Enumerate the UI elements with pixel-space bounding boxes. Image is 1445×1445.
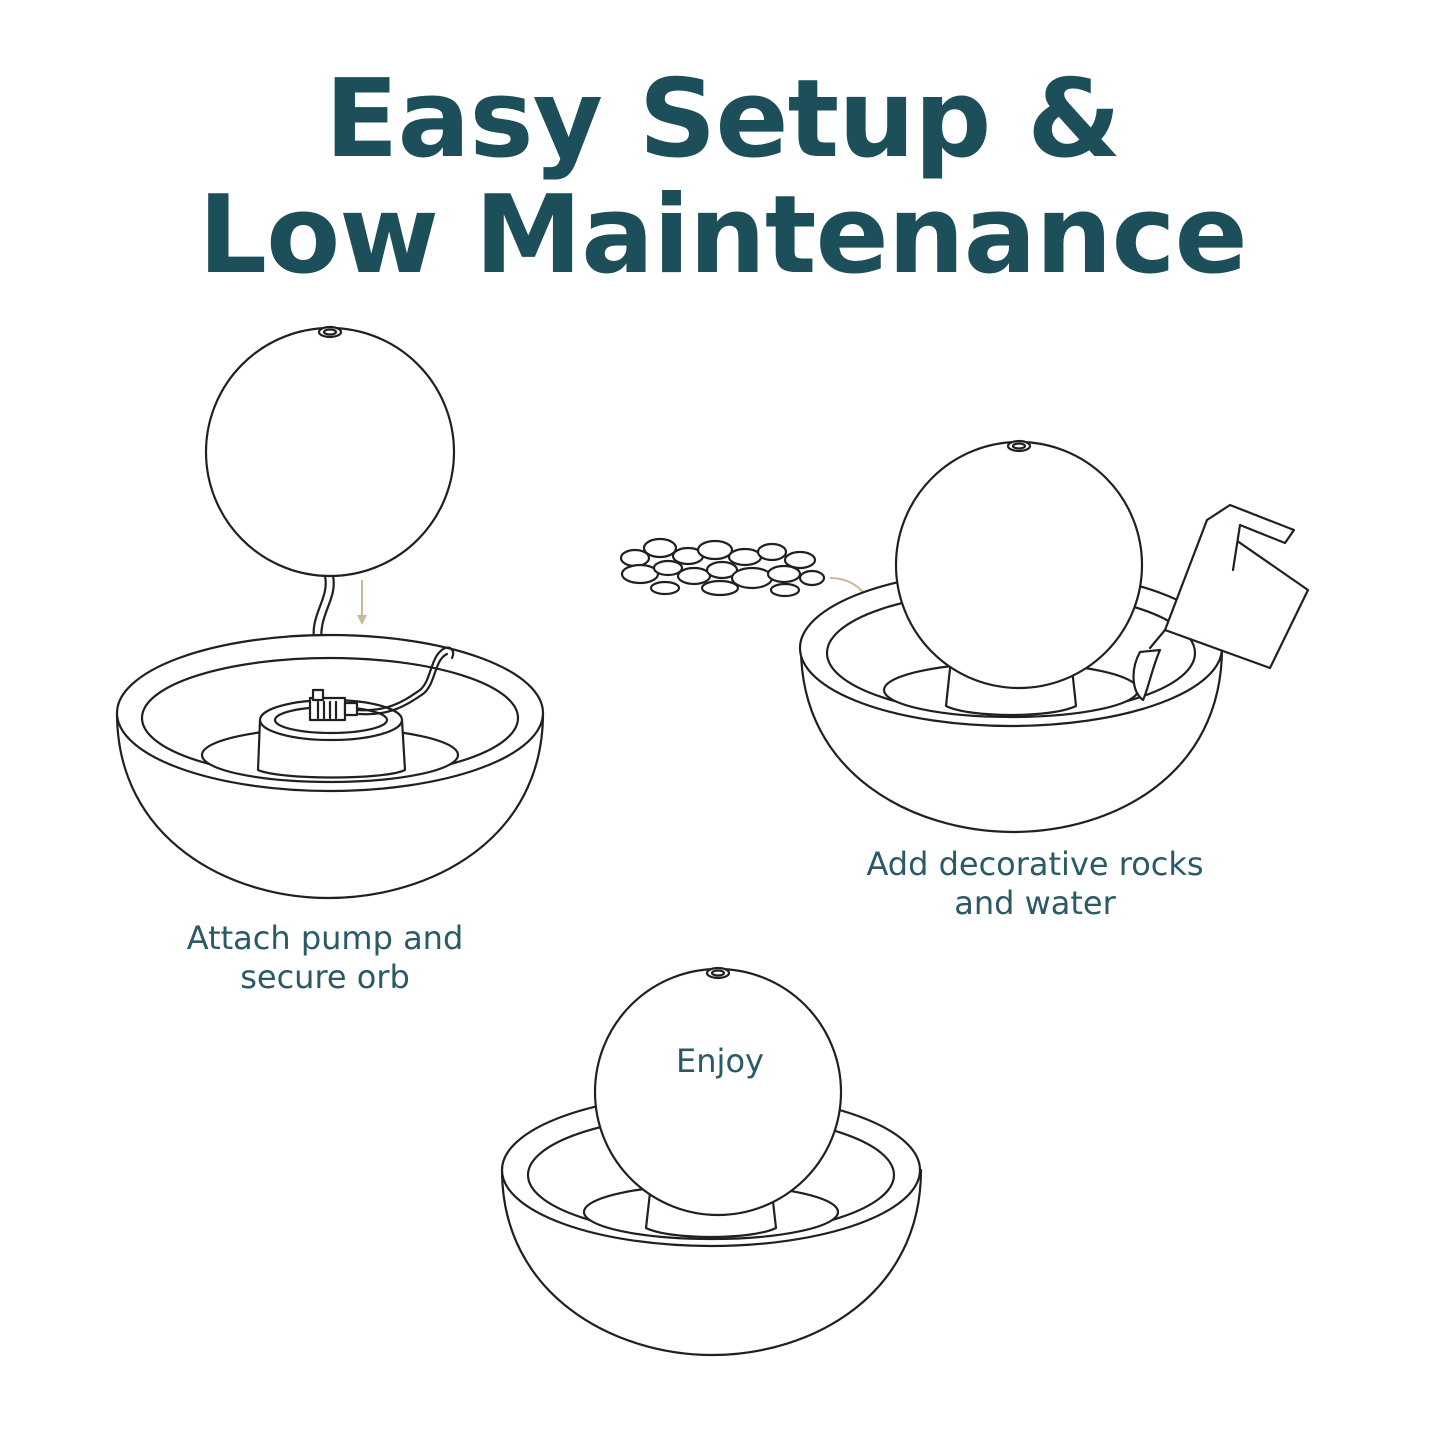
page-title-line-1: Easy Setup & [324,57,1122,182]
watering-can-icon [1132,503,1310,702]
step-3-caption-line-1: Enjoy [676,1042,764,1080]
power-cord [355,646,455,712]
rocks-icon [619,537,826,598]
pump-icon [308,688,359,722]
step-3-caption: Enjoy [620,1042,820,1081]
step-1-caption: Attach pump and secure orb [150,919,500,997]
down-arrow-icon [357,580,367,625]
step-1-illustration [115,325,545,900]
step-1-caption-line-1: Attach pump and [186,919,464,957]
step-2-caption-line-2: and water [954,884,1116,922]
orb-in-bowl-2 [894,439,1144,690]
step-3-illustration [500,966,923,1357]
step-2-caption: Add decorative rocks and water [835,845,1235,923]
page-title-line-2: Low Maintenance [198,173,1247,298]
step-1-caption-line-2: secure orb [240,958,410,996]
orb-in-bowl-3 [593,966,843,1217]
orb-floating [204,325,456,578]
bowl-1 [115,633,545,900]
step-2-caption-line-1: Add decorative rocks [866,845,1204,883]
step-2-illustration [619,439,1310,834]
